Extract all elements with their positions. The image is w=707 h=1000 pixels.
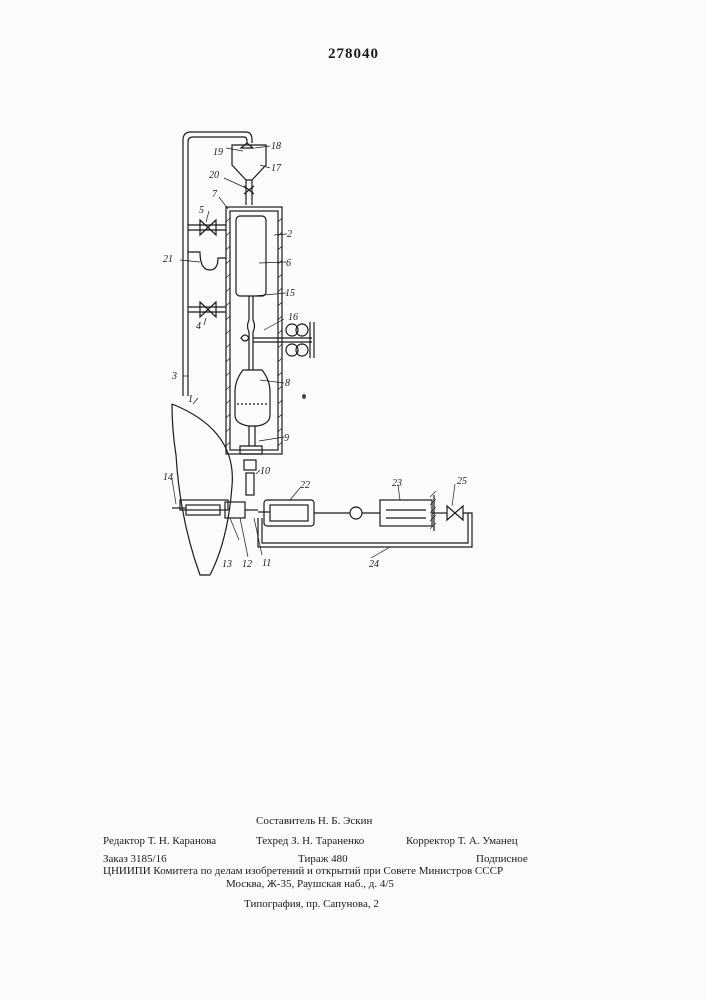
compiler-credit: Составитель Н. Б. Эскин: [256, 815, 372, 827]
tech-editor-credit: Техред З. Н. Тараненко: [256, 835, 364, 847]
subscription: Подписное: [476, 853, 528, 865]
proofreader-credit: Корректор Т. А. Уманец: [406, 835, 518, 847]
order-number: Заказ 3185/16: [103, 853, 167, 865]
circulation: Тираж 480: [298, 853, 348, 865]
organization-line: ЦНИИПИ Комитета по делам изобретений и о…: [103, 865, 503, 877]
printing-house: Типография, пр. Сапунова, 2: [244, 898, 379, 910]
address-line: Москва, Ж-35, Раушская наб., д. 4/5: [226, 878, 394, 890]
editor-credit: Редактор Т. Н. Каранова: [103, 835, 216, 847]
